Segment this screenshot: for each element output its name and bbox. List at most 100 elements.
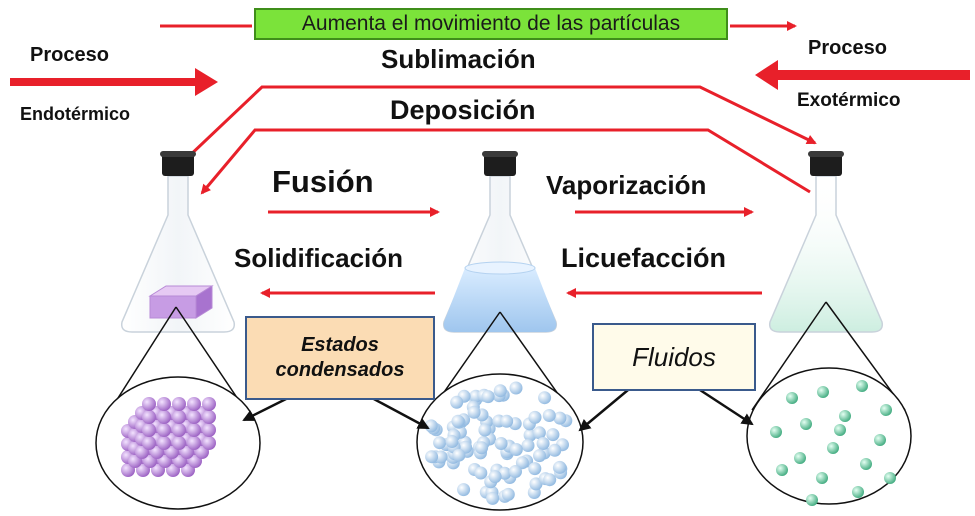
particle (486, 491, 500, 505)
particle (501, 487, 515, 501)
particle (852, 486, 864, 498)
deposition-arrow (200, 128, 811, 195)
particle (553, 411, 567, 425)
particle (509, 443, 523, 456)
particle (515, 456, 529, 470)
particle (839, 410, 851, 422)
particle (827, 442, 839, 454)
particle (553, 460, 567, 474)
particle (884, 472, 896, 484)
particle (794, 452, 806, 464)
particle (142, 436, 156, 450)
particle (474, 466, 488, 480)
left-process-line2: Endotérmico (20, 104, 131, 124)
particle (187, 410, 201, 424)
particle (142, 410, 156, 424)
exothermic-arrow (755, 60, 970, 90)
particle (494, 437, 508, 450)
fluids-box: Fluidos (592, 323, 756, 391)
condensed-line2: condensados (275, 359, 405, 381)
fluids-label: Fluidos (632, 341, 716, 372)
sublimation-arrow (183, 85, 817, 162)
particle (860, 458, 872, 470)
particle (157, 397, 171, 411)
particle (533, 449, 546, 463)
solidification-label: Solidificación (234, 243, 404, 273)
particle (528, 410, 542, 424)
particle (800, 418, 812, 430)
particle (548, 443, 562, 457)
solid-particles-icon (121, 397, 216, 477)
gas-particles-icon (770, 380, 896, 506)
group-arrows (242, 388, 754, 432)
particle (142, 397, 156, 411)
particle (776, 464, 788, 476)
particle (532, 426, 546, 440)
particle (475, 441, 489, 455)
particle (816, 472, 828, 484)
particle (500, 414, 514, 428)
vaporization-label: Vaporización (546, 170, 707, 200)
particle (874, 434, 886, 446)
particle (451, 414, 465, 428)
particle (488, 470, 502, 484)
particle (786, 392, 798, 404)
flask-gas-icon (768, 151, 884, 333)
particle (450, 395, 464, 409)
liquid-particles-icon (424, 381, 573, 505)
particle (536, 437, 550, 450)
particle (172, 410, 186, 424)
particle (202, 436, 216, 450)
flask-liquid-icon (442, 151, 558, 333)
particle (157, 410, 171, 424)
endothermic-arrow (10, 68, 218, 96)
particle (172, 423, 186, 437)
particle (817, 386, 829, 398)
flask-solid-icon (120, 151, 236, 333)
particle (493, 384, 507, 398)
particle (546, 428, 560, 442)
particle (434, 450, 448, 464)
particle (187, 397, 201, 411)
particle (142, 423, 156, 437)
fusion-label: Fusión (272, 164, 374, 199)
particle (478, 423, 492, 437)
particle (481, 390, 495, 404)
banner-text: Aumenta el movimiento de las partículas (301, 12, 681, 35)
particle (187, 423, 201, 437)
particle (202, 397, 216, 411)
particle (806, 494, 818, 506)
condensed-states-box: Estados condensados (245, 316, 435, 400)
particle (856, 380, 868, 392)
particle (509, 381, 523, 395)
particle (770, 426, 782, 438)
condensed-line1: Estados (301, 334, 379, 356)
particle (538, 391, 552, 405)
particle (202, 423, 216, 437)
right-process-line1: Proceso (808, 37, 887, 59)
particle (425, 450, 439, 464)
particle (521, 439, 535, 452)
particle (157, 423, 171, 437)
sublimation-label: Sublimación (381, 44, 536, 74)
particle (157, 436, 171, 450)
liquefaction-label: Licuefacción (561, 243, 727, 273)
particle (834, 424, 846, 436)
particle (202, 410, 216, 424)
particle (172, 397, 186, 411)
particle (509, 465, 522, 478)
right-process-line2: Exotérmico (797, 90, 901, 111)
particle (445, 435, 459, 448)
particle (467, 405, 481, 419)
particle (452, 448, 466, 462)
left-process-line1: Proceso (30, 44, 109, 66)
particle (528, 462, 542, 476)
particle (542, 409, 556, 422)
particle (187, 436, 201, 450)
particle (543, 473, 557, 487)
particle (433, 436, 447, 450)
particle (457, 483, 471, 497)
deposition-label: Deposición (390, 95, 536, 125)
